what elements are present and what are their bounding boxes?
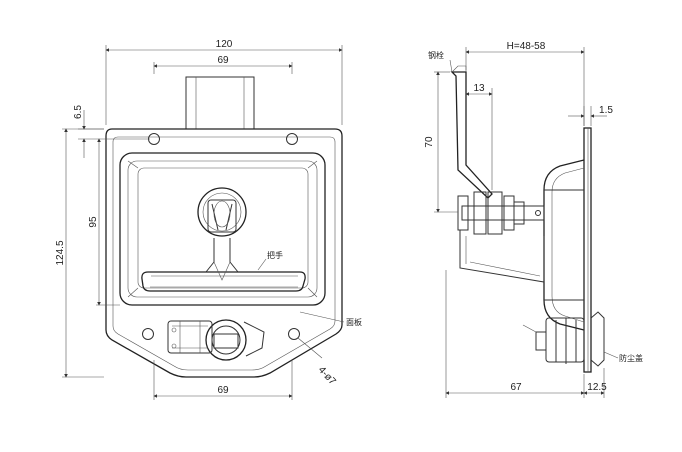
panel-label: 面板 [346, 317, 362, 327]
holes-dim: 4-ø7 [316, 365, 338, 388]
side-view: 钢栓 防尘盖 H=48-58 13 70 1.5 67 12.5 [424, 41, 643, 398]
dim-depth: 67 [510, 382, 522, 393]
mount-hole-br [288, 328, 300, 340]
handle-label: 把手 [267, 250, 283, 260]
bolt-label: 钢栓 [428, 50, 444, 60]
mount-hole-tl [148, 133, 160, 145]
dim-offset: 13 [473, 83, 485, 94]
dust-cap-label: 防尘盖 [619, 353, 643, 363]
side-bracket [459, 230, 545, 283]
dim-bottom-width: 69 [217, 385, 229, 396]
lock-cylinder [205, 319, 247, 361]
side-body [543, 159, 585, 331]
outer-flange [105, 128, 343, 378]
side-mount-plate [583, 127, 592, 373]
dim-cap: 12.5 [587, 382, 607, 393]
dim-top-offset: 6.5 [73, 105, 84, 119]
front-view: 把手 面板 4-ø7 120 69 69 [55, 39, 362, 400]
recess-tray-outer [119, 152, 326, 306]
lock-clip [167, 320, 213, 354]
dim-bolt-height: 70 [424, 136, 435, 148]
mount-hole-bl [142, 328, 154, 340]
steel-bolt [450, 71, 493, 199]
side-shaft [461, 205, 545, 221]
mount-hole-tr [286, 133, 298, 145]
dim-h-range: H=48-58 [507, 41, 546, 52]
dim-top-width: 69 [217, 55, 229, 66]
dim-inner-height: 95 [88, 216, 99, 228]
t-handle [141, 271, 306, 292]
dim-overall-height: 124.5 [55, 240, 66, 265]
dim-plate: 1.5 [599, 105, 613, 116]
pivot-hub [197, 187, 247, 237]
dim-overall-width: 120 [216, 39, 233, 50]
